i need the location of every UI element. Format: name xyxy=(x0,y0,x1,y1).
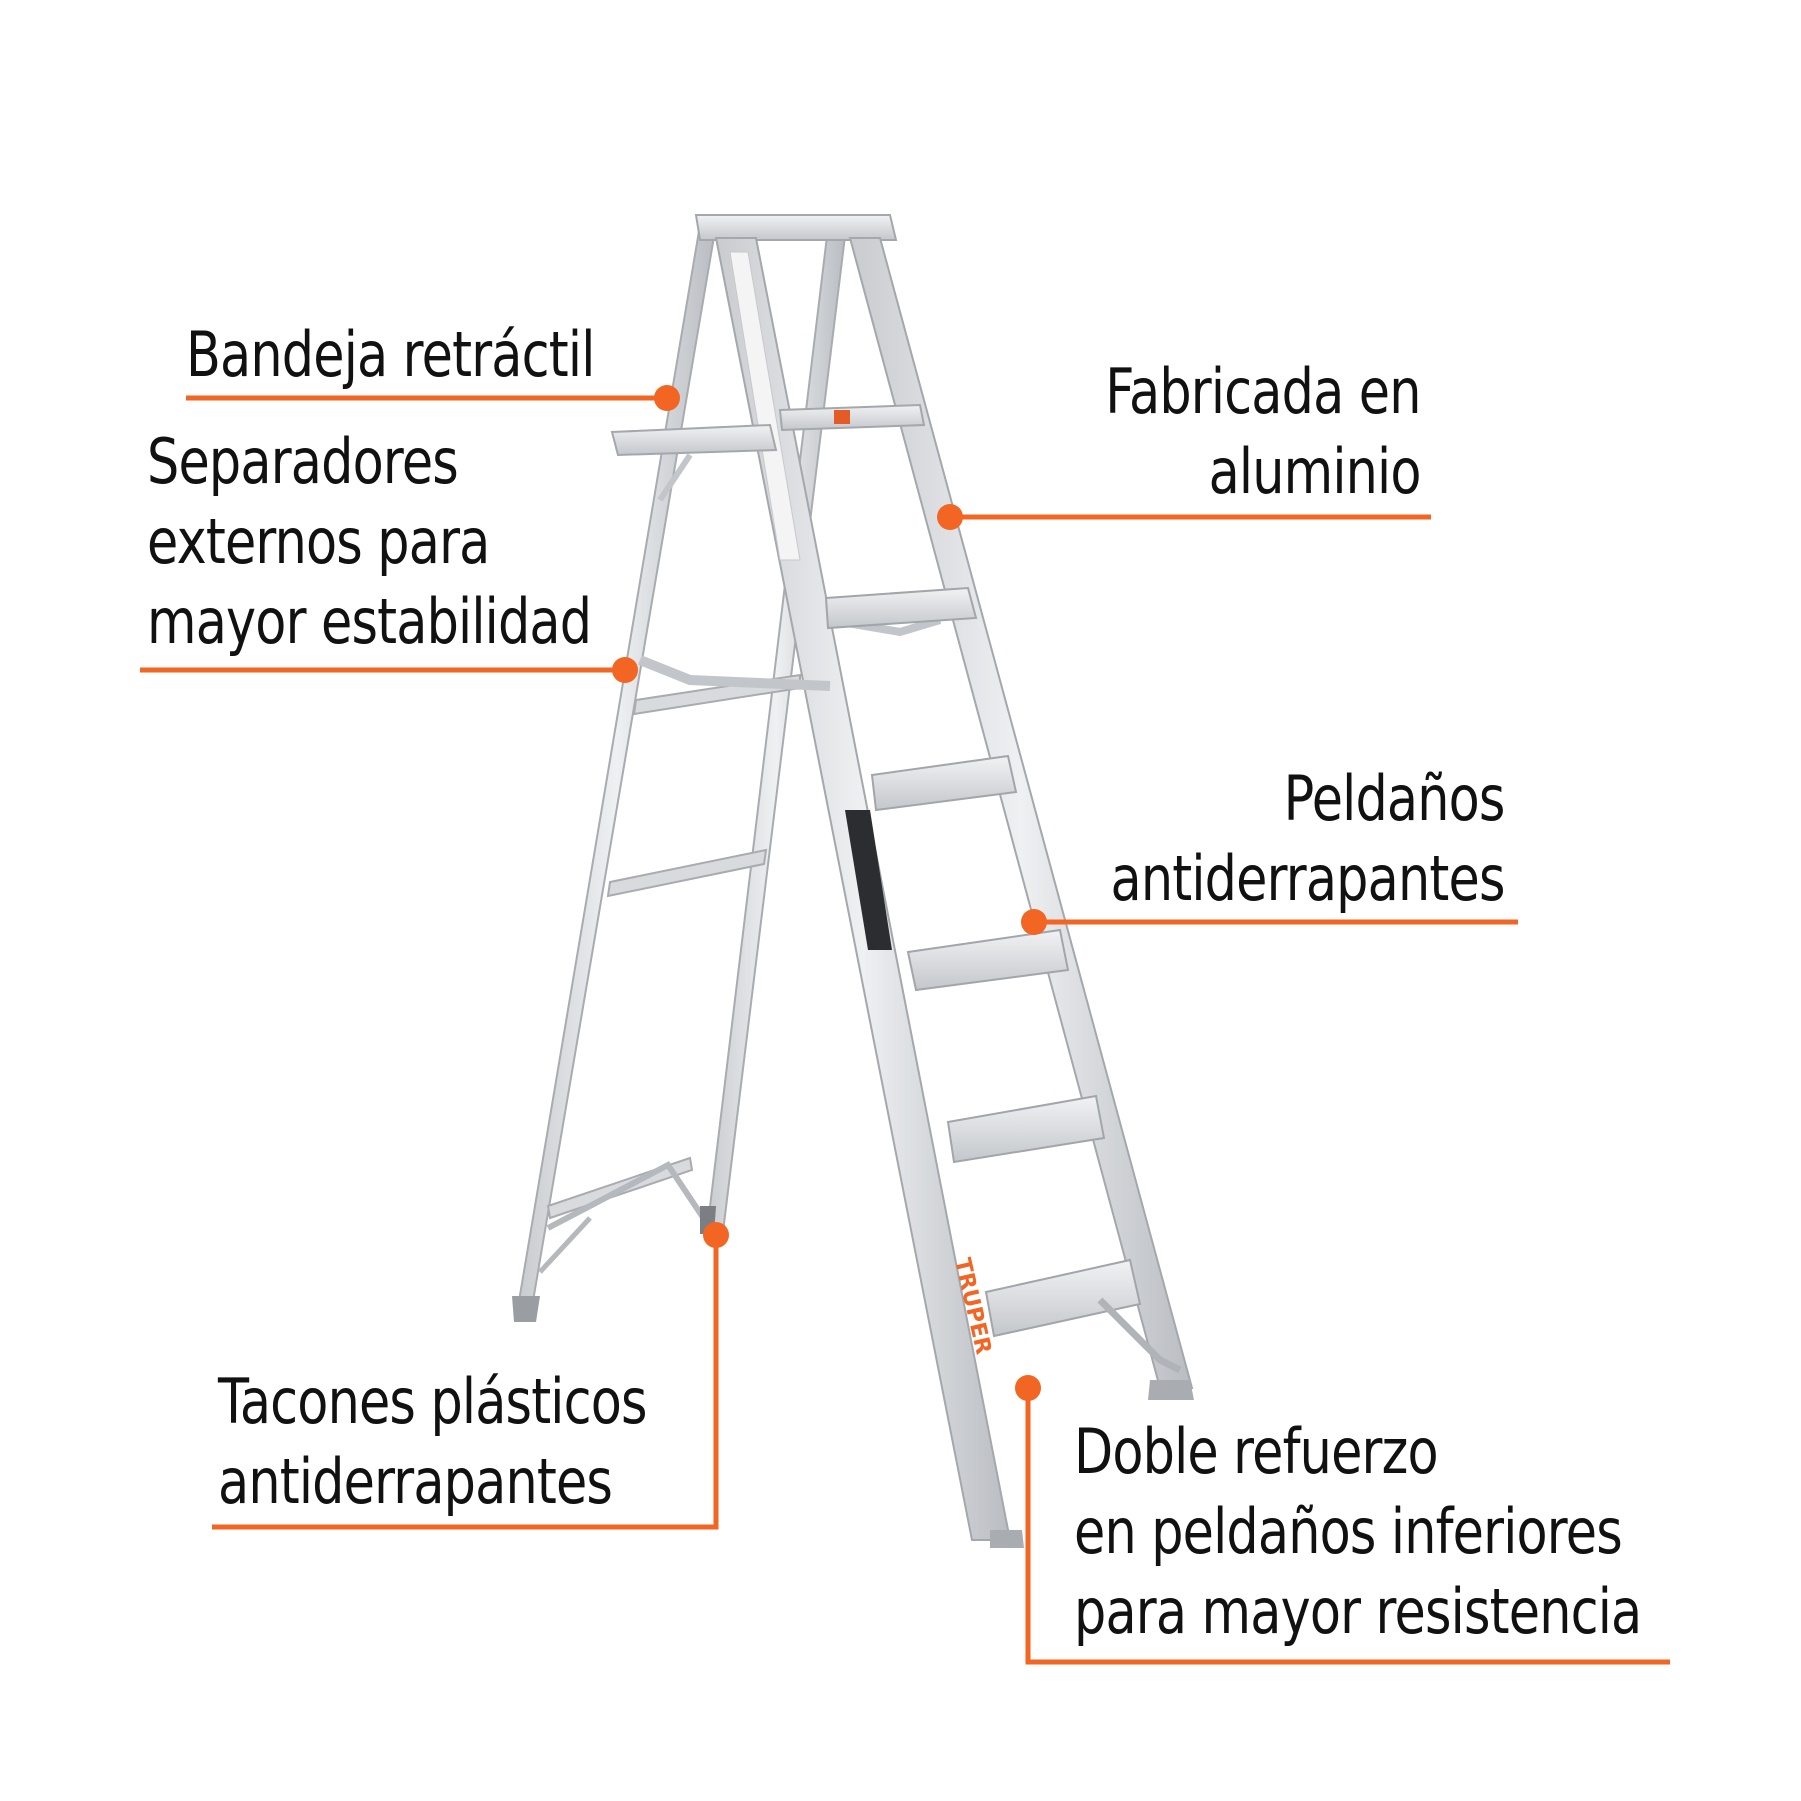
tray-sticker xyxy=(834,410,850,424)
leader-lines xyxy=(140,395,1670,1665)
step-brace xyxy=(1097,1297,1182,1374)
spreader-bar xyxy=(657,453,693,502)
callout-line: Fabricada en xyxy=(1105,355,1422,428)
top-platform xyxy=(778,403,926,432)
capacity-label xyxy=(845,810,892,950)
reinforcement-callout: Doble refuerzo en peldaños inferiores pa… xyxy=(1074,1412,1642,1652)
callout-line: en peldaños inferiores xyxy=(1074,1495,1623,1568)
feet-callout: Tacones plásticos antiderrapantes xyxy=(218,1362,648,1522)
leader-dot xyxy=(1015,1375,1041,1401)
spreaders-callout: Separadores externos para mayor estabili… xyxy=(147,422,592,662)
callout-line: Peldaños xyxy=(1284,762,1506,835)
callout-line: antiderrapantes xyxy=(218,1445,613,1518)
steps-callout: Peldaños antiderrapantes xyxy=(1110,759,1506,919)
leader-dot xyxy=(703,1222,729,1248)
leader-dot xyxy=(654,385,680,411)
material-callout: Fabricada en aluminio xyxy=(1105,352,1422,512)
front-foot xyxy=(1148,1380,1194,1400)
rear-brace xyxy=(538,1216,592,1274)
front-step xyxy=(870,754,1018,812)
leader-dot xyxy=(937,504,963,530)
front-step xyxy=(824,586,978,630)
retractable-tray xyxy=(610,423,778,457)
rear-rung xyxy=(606,848,768,898)
warning-sticker xyxy=(729,251,801,561)
callout-line: Doble refuerzo xyxy=(1074,1415,1439,1488)
leader-dot xyxy=(1021,909,1047,935)
front-right-rail xyxy=(848,237,1194,1389)
callout-line: mayor estabilidad xyxy=(147,585,592,658)
leader-dot xyxy=(612,657,638,683)
callout-line: aluminio xyxy=(1208,435,1422,508)
rear-brace xyxy=(546,1161,709,1231)
top-cap xyxy=(694,214,898,241)
reinforcement-leader xyxy=(1025,1388,1670,1665)
callout-line: para mayor resistencia xyxy=(1074,1575,1642,1648)
callout-line: externos para xyxy=(147,505,490,578)
callout-line: Tacones plásticos xyxy=(218,1365,648,1438)
callout-line: antiderrapantes xyxy=(1110,842,1506,915)
front-foot xyxy=(990,1530,1024,1548)
callout-line: Separadores xyxy=(147,425,459,498)
leader-dots xyxy=(612,385,1047,1401)
callout-line: Bandeja retráctil xyxy=(186,318,595,391)
front-step xyxy=(984,1258,1142,1338)
plastic-foot xyxy=(512,1296,540,1322)
spreader-bar xyxy=(638,655,831,691)
tray-callout: Bandeja retráctil xyxy=(186,315,595,395)
front-step xyxy=(946,1094,1106,1164)
front-step xyxy=(906,928,1070,992)
feet-leader xyxy=(212,1235,719,1530)
ladder-illustration: TRUPER xyxy=(512,214,1194,1548)
